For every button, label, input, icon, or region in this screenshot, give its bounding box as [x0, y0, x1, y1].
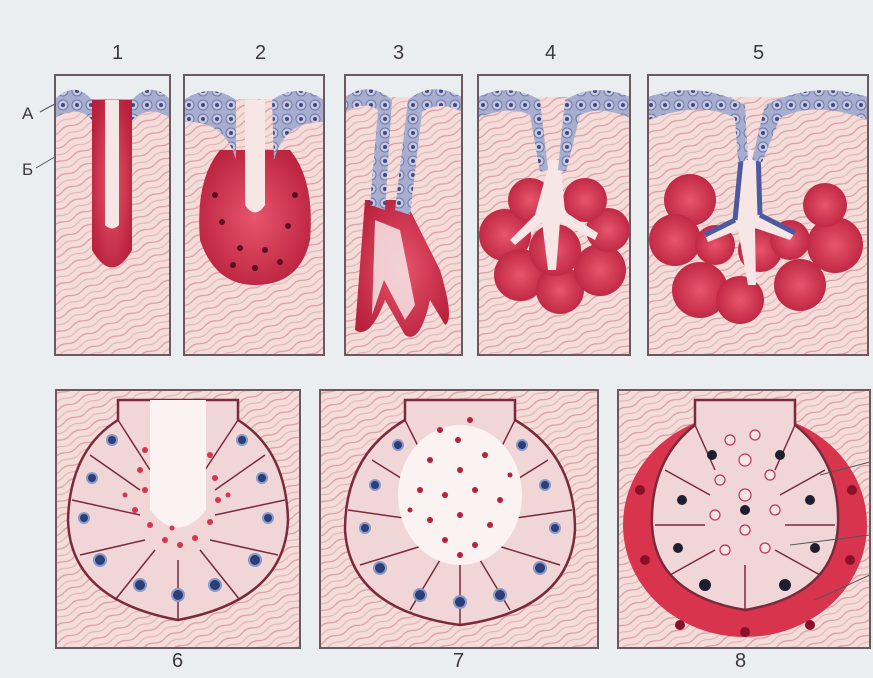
panel-8 [618, 390, 870, 648]
panel-5 [648, 75, 868, 355]
panel-3 [345, 75, 462, 355]
panel-2 [184, 75, 324, 355]
panel-1 [55, 75, 170, 355]
panel-7 [320, 390, 598, 648]
panel-4 [478, 75, 630, 355]
panel-6 [56, 390, 300, 648]
